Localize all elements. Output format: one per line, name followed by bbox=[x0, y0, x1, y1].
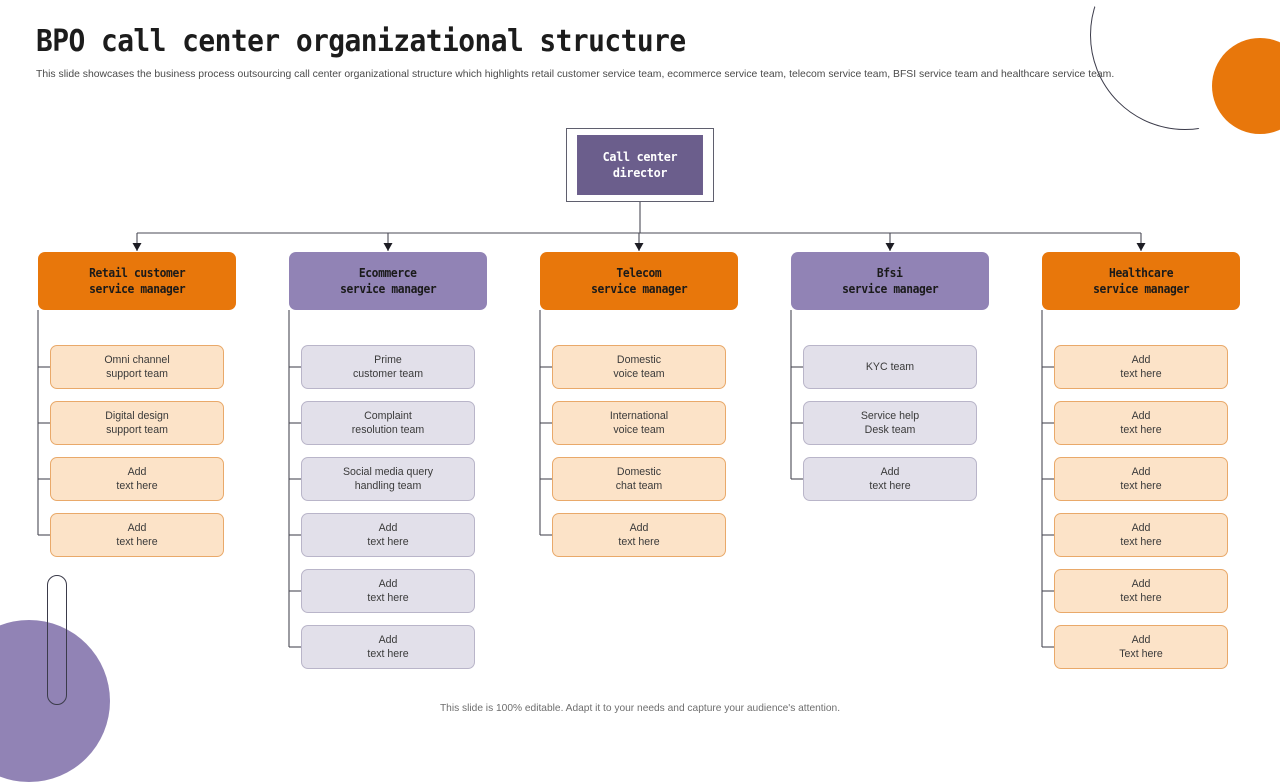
team-label-line1: Add bbox=[1131, 634, 1151, 646]
manager-label-line2: service manager bbox=[339, 282, 437, 296]
manager-label-line1: Telecom bbox=[616, 266, 662, 280]
team-label-line2: text here bbox=[1120, 424, 1162, 436]
team-label-line2: text here bbox=[116, 536, 158, 548]
team-label-line1: Add bbox=[127, 466, 147, 478]
manager-label-line1: Retail customer bbox=[88, 266, 186, 280]
node-team-ecommerce-2[interactable]: Complaint resolution team bbox=[301, 401, 475, 445]
node-team-healthcare-5[interactable]: Add text here bbox=[1054, 569, 1228, 613]
team-label-line2: voice team bbox=[613, 368, 665, 380]
team-label-line1: Add bbox=[629, 522, 649, 534]
team-label-line2: text here bbox=[618, 536, 660, 548]
manager-label-line2: service manager bbox=[841, 282, 939, 296]
team-label-line1: Add bbox=[378, 522, 398, 534]
team-label-line1: Domestic bbox=[616, 354, 662, 366]
team-label-line2: text here bbox=[367, 536, 409, 548]
team-label-line1: Add bbox=[1131, 578, 1151, 590]
team-label-line1: Add bbox=[378, 578, 398, 590]
page-title: BPO call center organizational structure bbox=[36, 24, 686, 59]
node-team-ecommerce-1[interactable]: Prime customer team bbox=[301, 345, 475, 389]
team-label-line1: Add bbox=[1131, 410, 1151, 422]
node-team-healthcare-1[interactable]: Add text here bbox=[1054, 345, 1228, 389]
node-manager-bfsi[interactable]: Bfsi service manager bbox=[791, 252, 989, 310]
team-label-line2: chat team bbox=[615, 480, 663, 492]
org-chart: Call center director Retail customer serv… bbox=[37, 128, 1240, 669]
team-label-line1: Service help bbox=[860, 410, 920, 422]
team-label-line1: Add bbox=[127, 522, 147, 534]
team-label-line2: text here bbox=[1120, 368, 1162, 380]
node-team-ecommerce-3[interactable]: Social media query handling team bbox=[301, 457, 475, 501]
node-team-telecom-2[interactable]: International voice team bbox=[552, 401, 726, 445]
team-label-line2: text here bbox=[1120, 480, 1162, 492]
slide-footer-note: This slide is 100% editable. Adapt it to… bbox=[439, 703, 841, 714]
team-label-line2: support team bbox=[106, 368, 168, 380]
node-manager-retail[interactable]: Retail customer service manager bbox=[38, 252, 236, 310]
root-label-line2: director bbox=[612, 165, 668, 180]
manager-label-line1: Healthcare bbox=[1108, 266, 1174, 280]
team-label-line1: International bbox=[609, 410, 669, 422]
team-label-line1: Prime bbox=[374, 354, 402, 366]
team-label-line2: support team bbox=[106, 424, 168, 436]
node-team-telecom-4[interactable]: Add text here bbox=[552, 513, 726, 557]
node-team-retail-4[interactable]: Add text here bbox=[50, 513, 224, 557]
manager-label-line2: service manager bbox=[590, 282, 688, 296]
team-label-line1: Digital design bbox=[105, 410, 169, 422]
node-team-retail-2[interactable]: Digital design support team bbox=[50, 401, 224, 445]
node-team-telecom-1[interactable]: Domestic voice team bbox=[552, 345, 726, 389]
team-label-line2: Text here bbox=[1119, 648, 1163, 660]
node-call-center-director[interactable]: Call center director bbox=[566, 128, 714, 202]
decorative-pill-outline bbox=[47, 575, 67, 705]
team-label-line2: voice team bbox=[613, 424, 665, 436]
team-label-line1: Add bbox=[1131, 354, 1151, 366]
team-label-line1: Social media query bbox=[342, 466, 434, 478]
node-team-healthcare-2[interactable]: Add text here bbox=[1054, 401, 1228, 445]
manager-label-line1: Bfsi bbox=[877, 266, 903, 280]
team-label-line2: text here bbox=[1120, 536, 1162, 548]
connector-lines bbox=[37, 202, 1146, 648]
node-team-ecommerce-4[interactable]: Add text here bbox=[301, 513, 475, 557]
node-team-bfsi-1[interactable]: KYC team bbox=[803, 345, 977, 389]
root-label-line1: Call center bbox=[602, 149, 678, 164]
team-label-line1: Add bbox=[880, 466, 900, 478]
decorative-orange-circle bbox=[1212, 38, 1280, 134]
manager-label-line2: service manager bbox=[1092, 282, 1190, 296]
team-label-line2: resolution team bbox=[351, 424, 425, 436]
node-team-ecommerce-5[interactable]: Add text here bbox=[301, 569, 475, 613]
team-label-line2: text here bbox=[367, 648, 409, 660]
root-node-box: Call center director bbox=[577, 135, 703, 195]
team-label-line2: Desk team bbox=[864, 424, 916, 436]
slide-header: BPO call center organizational structure… bbox=[36, 24, 1216, 82]
node-team-retail-3[interactable]: Add text here bbox=[50, 457, 224, 501]
team-label-line1: KYC team bbox=[865, 361, 915, 373]
team-label-line1: Add bbox=[1131, 466, 1151, 478]
team-label-line1: Add bbox=[378, 634, 398, 646]
node-team-bfsi-3[interactable]: Add text here bbox=[803, 457, 977, 501]
node-manager-ecommerce[interactable]: Ecommerce service manager bbox=[289, 252, 487, 310]
manager-label-line2: service manager bbox=[88, 282, 186, 296]
node-manager-telecom[interactable]: Telecom service manager bbox=[540, 252, 738, 310]
page-subtitle: This slide showcases the business proces… bbox=[36, 69, 1115, 80]
team-label-line2: text here bbox=[869, 480, 911, 492]
team-label-line1: Domestic bbox=[616, 466, 662, 478]
node-team-healthcare-3[interactable]: Add text here bbox=[1054, 457, 1228, 501]
team-label-line2: text here bbox=[116, 480, 158, 492]
node-team-healthcare-4[interactable]: Add text here bbox=[1054, 513, 1228, 557]
team-label-line1: Add bbox=[1131, 522, 1151, 534]
node-team-retail-1[interactable]: Omni channel support team bbox=[50, 345, 224, 389]
team-label-line1: Complaint bbox=[364, 410, 412, 422]
team-label-line2: customer team bbox=[352, 368, 424, 380]
node-manager-healthcare[interactable]: Healthcare service manager bbox=[1042, 252, 1240, 310]
team-label-line2: text here bbox=[1120, 592, 1162, 604]
team-label-line1: Omni channel bbox=[104, 354, 170, 366]
team-label-line2: text here bbox=[367, 592, 409, 604]
team-label-line2: handling team bbox=[354, 480, 422, 492]
node-team-telecom-3[interactable]: Domestic chat team bbox=[552, 457, 726, 501]
manager-label-line1: Ecommerce bbox=[359, 266, 417, 280]
node-team-ecommerce-6[interactable]: Add text here bbox=[301, 625, 475, 669]
